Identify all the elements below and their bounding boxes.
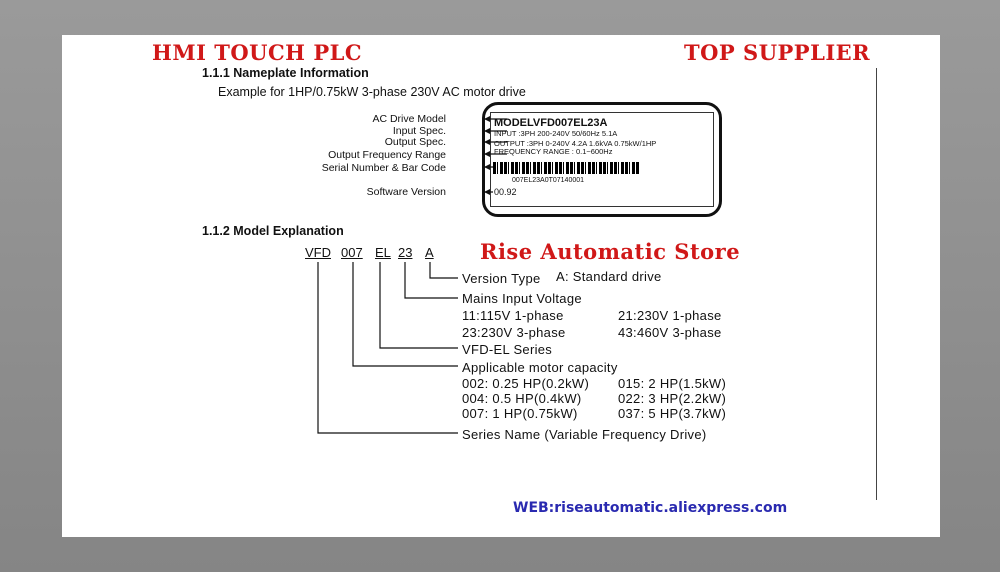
- watermark-store: Rise Automatic Store: [480, 239, 741, 264]
- model-heading: 1.1.2 Model Explanation: [202, 224, 344, 238]
- code-series: EL: [375, 245, 391, 260]
- label-output-spec: Output Spec.: [384, 136, 446, 148]
- version-type-value: A: Standard drive: [556, 269, 662, 284]
- capacity-002: 002: 0.25 HP(0.2kW): [462, 376, 590, 391]
- version-type-label: Version Type: [462, 271, 541, 286]
- nameplate-inner: [490, 112, 714, 207]
- mains-23: 23:230V 3-phase: [462, 325, 566, 340]
- watermark-right: TOP SUPPLIER: [684, 40, 871, 65]
- nameplate-software: 00.92: [494, 187, 517, 197]
- mains-43: 43:460V 3-phase: [618, 325, 722, 340]
- capacity-015: 015: 2 HP(1.5kW): [618, 376, 727, 391]
- mains-11: 11:115V 1-phase: [462, 308, 564, 323]
- page-margin-line: [876, 68, 877, 500]
- watermark-left: HMI TOUCH PLC: [152, 40, 363, 65]
- nameplate-output: OUTPUT :3PH 0-240V 4.2A 1.6kVA 0.75kW/1H…: [494, 139, 657, 148]
- code-capacity: 007: [341, 245, 363, 260]
- capacity-007: 007: 1 HP(0.75kW): [462, 406, 578, 421]
- series-name: Series Name (Variable Frequency Drive): [462, 427, 707, 442]
- nameplate-card: [482, 102, 722, 217]
- code-version: A: [425, 245, 434, 260]
- barcode: [493, 162, 639, 174]
- mains-21: 21:230V 1-phase: [618, 308, 722, 323]
- label-input-spec: Input Spec.: [392, 125, 446, 137]
- nameplate-heading: 1.1.1 Nameplate Information: [202, 66, 369, 80]
- nameplate-frequency: FREQUENCY RANGE : 0.1~600Hz: [494, 147, 613, 156]
- mains-label: Mains Input Voltage: [462, 291, 582, 306]
- capacity-label: Applicable motor capacity: [462, 360, 618, 375]
- label-output-frequency: Output Frequency Range: [328, 149, 446, 161]
- capacity-037: 037: 5 HP(3.7kW): [618, 406, 727, 421]
- nameplate-example: Example for 1HP/0.75kW 3-phase 230V AC m…: [218, 85, 526, 99]
- label-software-version: Software Version: [366, 186, 446, 198]
- web-address: WEB:riseautomatic.aliexpress.com: [513, 500, 788, 516]
- nameplate-serial: 007EL23A0T07140001: [512, 177, 585, 184]
- series-label: VFD-EL Series: [462, 342, 553, 357]
- code-vfd: VFD: [305, 245, 331, 260]
- nameplate-input: INPUT :3PH 200-240V 50/60Hz 5.1A: [494, 129, 618, 138]
- nameplate-model: MODELVFD007EL23A: [494, 117, 608, 129]
- label-ac-drive-model: AC Drive Model: [372, 113, 446, 125]
- capacity-022: 022: 3 HP(2.2kW): [618, 391, 727, 406]
- label-serial-barcode: Serial Number & Bar Code: [321, 162, 446, 174]
- capacity-004: 004: 0.5 HP(0.4kW): [462, 391, 582, 406]
- code-voltage: 23: [398, 245, 413, 260]
